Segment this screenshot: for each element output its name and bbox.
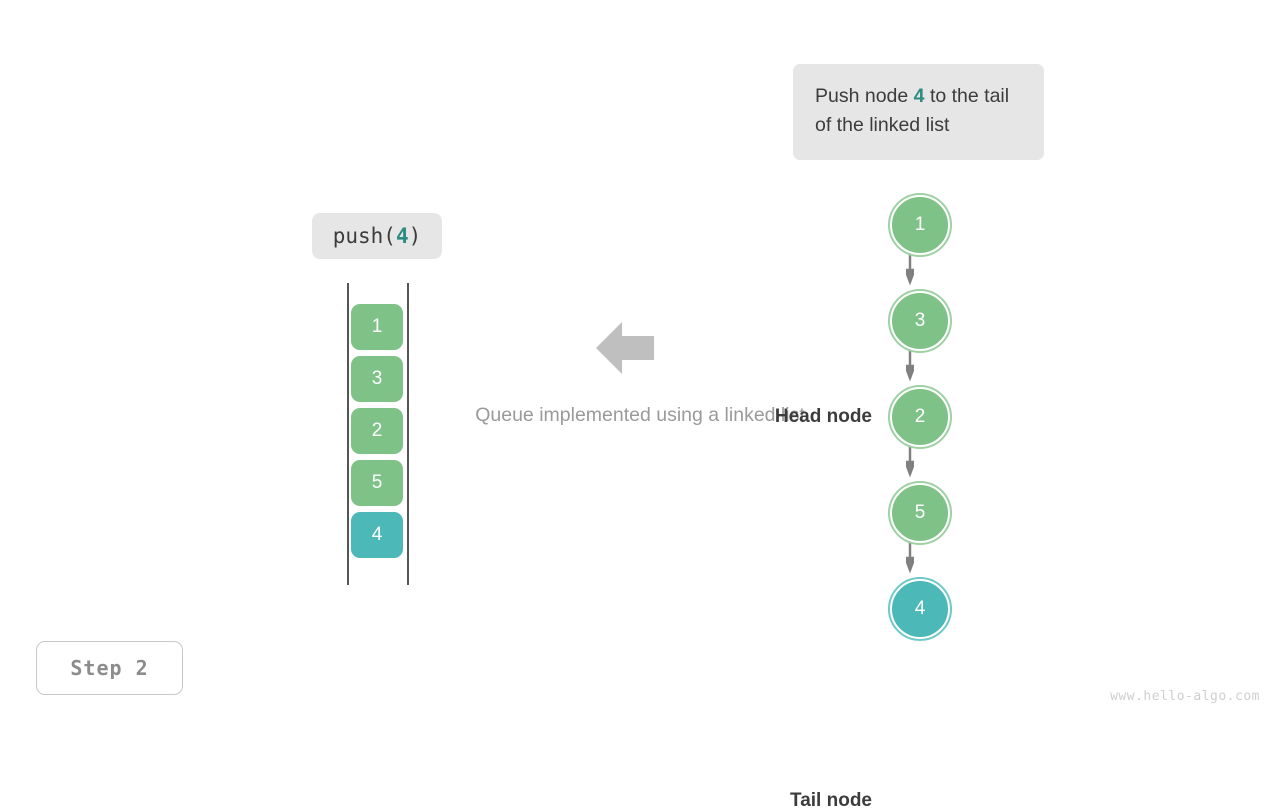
head-node-label: Head node bbox=[774, 406, 872, 427]
queue-cell: 3 bbox=[351, 356, 403, 402]
linked-list-node-value: 3 bbox=[914, 310, 926, 331]
queue-cell: 4 bbox=[351, 512, 403, 558]
queue-cell-list: 1 3 2 5 4 bbox=[351, 304, 403, 564]
queue-visualization: 1 3 2 5 4 bbox=[340, 283, 416, 585]
queue-rail-right bbox=[407, 283, 409, 585]
queue-cell: 2 bbox=[351, 408, 403, 454]
linked-list-node-value: 2 bbox=[914, 406, 926, 427]
linked-list-node: 4 bbox=[888, 577, 952, 641]
queue-rail-left bbox=[347, 283, 349, 585]
left-arrow-icon bbox=[596, 320, 654, 376]
diagram-caption: Queue implemented using a linked list bbox=[475, 404, 805, 426]
linked-list-visualization: 1 3 2 5 4 Head node Tail node bbox=[740, 190, 980, 811]
queue-cell-value: 3 bbox=[371, 368, 383, 389]
operation-name: push( bbox=[332, 224, 396, 248]
instruction-callout: Push node 4 to the tail of the linked li… bbox=[793, 64, 1044, 160]
tail-node-label: Tail node bbox=[790, 790, 872, 811]
queue-cell-value: 1 bbox=[371, 316, 383, 337]
linked-list-node-value: 1 bbox=[914, 214, 926, 235]
linked-list-node: 2 bbox=[888, 385, 952, 449]
linked-list-node-value: 4 bbox=[914, 598, 926, 619]
watermark: www.hello-algo.com bbox=[1110, 689, 1260, 704]
queue-cell: 5 bbox=[351, 460, 403, 506]
linked-list-node: 1 bbox=[888, 193, 952, 257]
callout-accent-value: 4 bbox=[913, 85, 925, 107]
linked-list-node: 5 bbox=[888, 481, 952, 545]
operation-argument: 4 bbox=[395, 224, 409, 248]
linked-list-node: 3 bbox=[888, 289, 952, 353]
callout-text-before: Push node bbox=[815, 85, 914, 107]
operation-close-paren: ) bbox=[408, 224, 422, 248]
queue-cell-value: 4 bbox=[371, 524, 383, 545]
linked-list-node-value: 5 bbox=[914, 502, 926, 523]
queue-cell: 1 bbox=[351, 304, 403, 350]
queue-cell-value: 5 bbox=[371, 472, 383, 493]
linked-list-connectors bbox=[906, 252, 914, 574]
step-badge: Step 2 bbox=[36, 641, 183, 695]
queue-cell-value: 2 bbox=[371, 420, 383, 441]
callout-text-after: to the tail of the linked list bbox=[815, 85, 1010, 136]
operation-chip: push(4) bbox=[312, 213, 442, 259]
